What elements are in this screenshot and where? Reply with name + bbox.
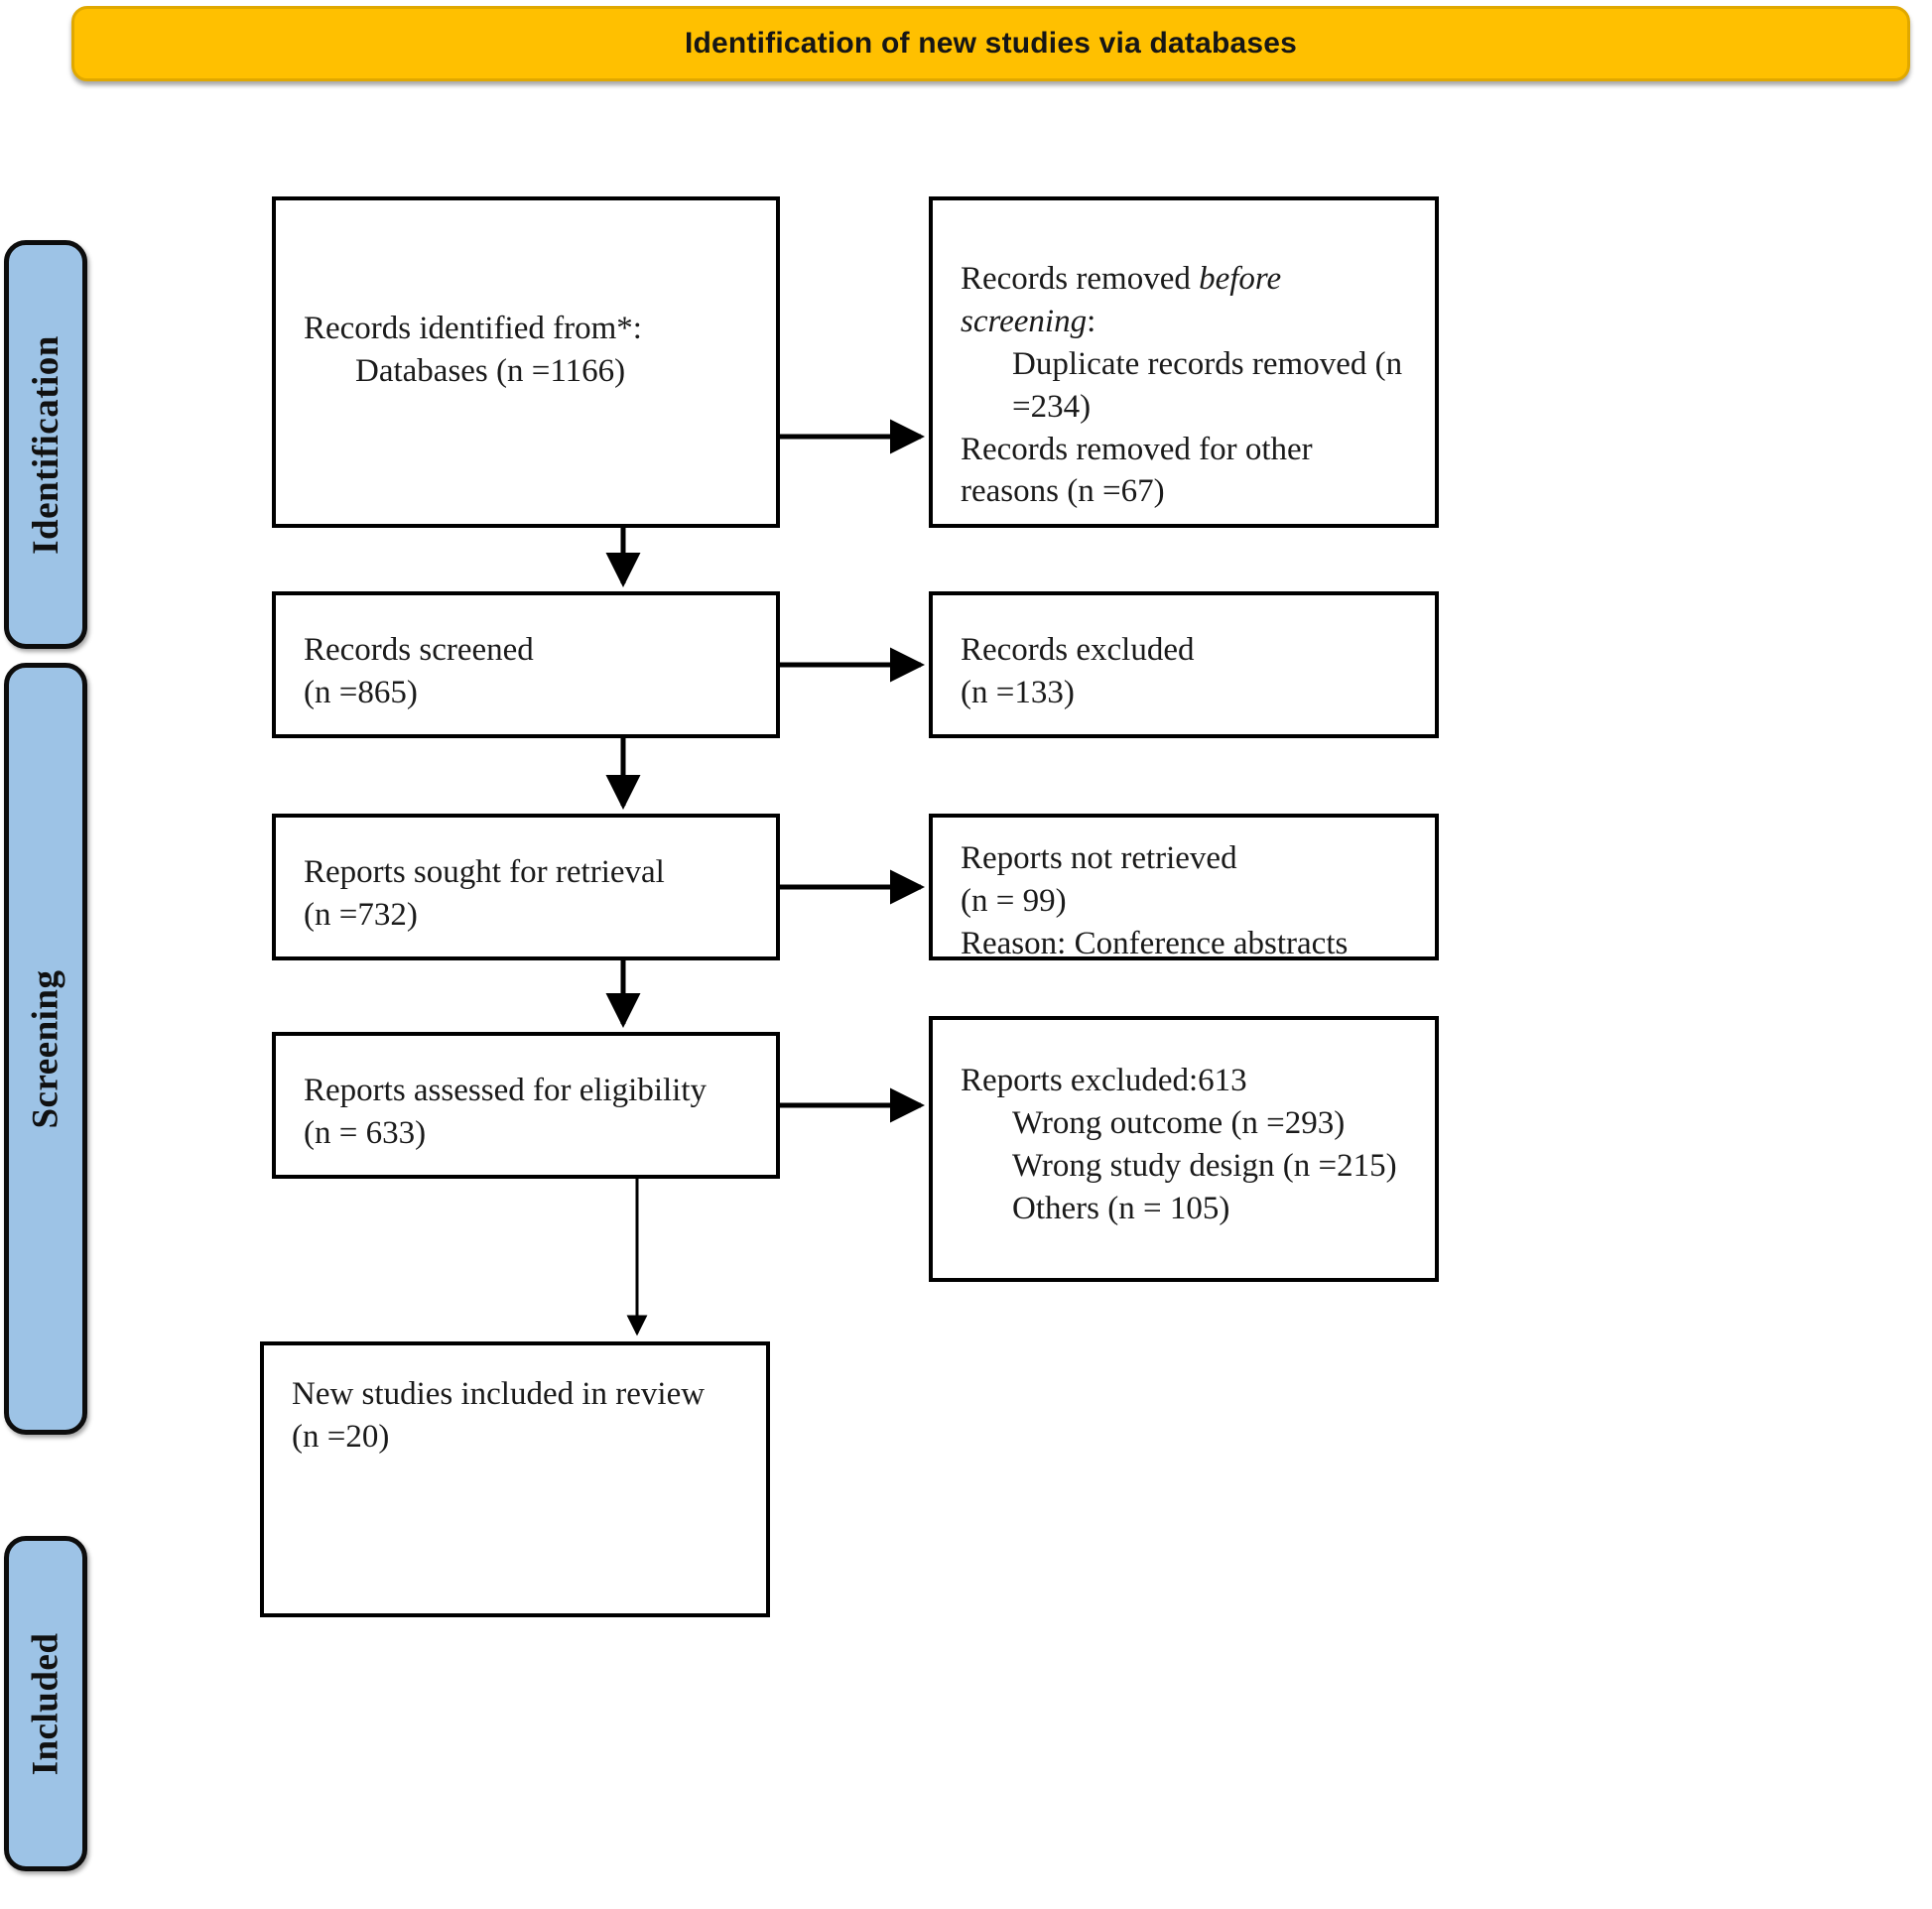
records-identified-line-2: Databases (n =1166) (355, 352, 626, 389)
box-records-screened: Records screened (n =865) (272, 591, 780, 738)
records-removed-line-2: screening: (961, 301, 1417, 343)
reports-assessed-line-1: Reports assessed for eligibility (304, 1073, 708, 1108)
phase-label-included-text: Included (25, 1632, 66, 1775)
box-reports-sought-for-retrieval: Reports sought for retrieval (n =732) (272, 814, 780, 960)
box-records-identified: Records identified from*: Databases (n =… (272, 196, 780, 528)
reports-sought-line-1: Reports sought for retrieval (304, 854, 665, 890)
box-new-studies-included-in-review: New studies included in review (n =20) (260, 1341, 770, 1617)
records-excluded-line-2: (n =133) (961, 674, 1075, 710)
reports-not-retrieved-line-1: Reports not retrieved (961, 840, 1237, 876)
box-reports-not-retrieved: Reports not retrieved (n = 99) Reason: C… (929, 814, 1439, 961)
box-new-studies-included-text: New studies included in review (n =20) (292, 1373, 748, 1459)
records-screened-line-1: Records screened (304, 632, 534, 668)
reports-assessed-line-2: (n = 633) (304, 1114, 427, 1151)
box-reports-sought-text: Reports sought for retrieval (n =732) (304, 851, 758, 937)
reports-excluded-line-4: Others (n = 105) (1012, 1190, 1230, 1226)
box-reports-excluded-text: Reports excluded:613 Wrong outcome (n =2… (961, 1060, 1417, 1230)
box-records-identified-text: Records identified from*: Databases (n =… (304, 308, 758, 393)
phase-label-included: Included (4, 1536, 87, 1871)
new-studies-included-line-1: New studies included in review (292, 1376, 706, 1412)
box-records-excluded: Records excluded (n =133) (929, 591, 1439, 738)
diagram-header-banner: Identification of new studies via databa… (71, 6, 1910, 81)
reports-excluded-line-3: Wrong study design (n =215) (1012, 1147, 1397, 1184)
records-removed-line-1-prefix: Records removed (961, 261, 1200, 297)
phase-label-screening-text: Screening (25, 968, 66, 1129)
records-removed-line-4: Records removed for other reasons (n =67… (961, 431, 1321, 510)
phase-label-screening: Screening (4, 663, 87, 1435)
box-records-removed-before-screening: Records removed before screening: Duplic… (929, 196, 1439, 528)
records-removed-line-2-italic: screening (961, 303, 1088, 339)
page-title: Identification of new studies via databa… (684, 27, 1298, 60)
reports-excluded-line-1: Reports excluded:613 (961, 1063, 1247, 1098)
box-reports-assessed-text: Reports assessed for eligibility (n = 63… (304, 1070, 758, 1155)
reports-not-retrieved-line-2: (n = 99) (961, 882, 1067, 919)
records-excluded-line-1: Records excluded (961, 632, 1195, 668)
records-removed-line-3: Duplicate records removed (n =234) (1012, 345, 1411, 425)
box-records-excluded-text: Records excluded (n =133) (961, 629, 1417, 714)
box-records-removed-before-screening-text: Records removed before screening: Duplic… (961, 258, 1417, 513)
phase-label-identification-text: Identification (25, 334, 66, 555)
records-screened-line-2: (n =865) (304, 674, 418, 710)
phase-label-identification: Identification (4, 240, 87, 649)
new-studies-included-line-2: (n =20) (292, 1418, 390, 1455)
reports-not-retrieved-line-3: Reason: Conference abstracts (961, 925, 1349, 961)
box-reports-excluded: Reports excluded:613 Wrong outcome (n =2… (929, 1016, 1439, 1282)
reports-sought-line-2: (n =732) (304, 896, 418, 933)
box-reports-not-retrieved-text: Reports not retrieved (n = 99) Reason: C… (961, 837, 1417, 965)
records-identified-line-1: Records identified from*: (304, 311, 642, 346)
records-removed-line-1-italic: before (1199, 261, 1282, 297)
records-removed-line-1: Records removed before (961, 258, 1417, 301)
box-reports-assessed-for-eligibility: Reports assessed for eligibility (n = 63… (272, 1032, 780, 1179)
box-records-screened-text: Records screened (n =865) (304, 629, 758, 714)
reports-excluded-line-2: Wrong outcome (n =293) (1012, 1104, 1346, 1141)
records-removed-line-2-suffix: : (1087, 303, 1096, 339)
